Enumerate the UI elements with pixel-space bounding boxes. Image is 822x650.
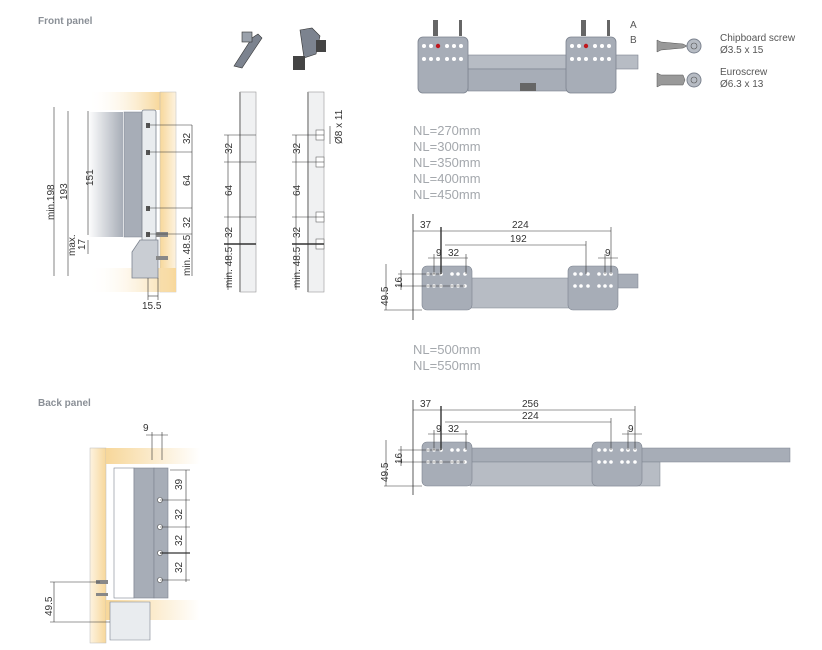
screw-icon [433, 20, 438, 36]
back-dim-49-5: 49.5 [44, 596, 55, 616]
dim-15-5: 15.5 [142, 301, 162, 310]
nl-item: NL=550mm [413, 358, 481, 373]
back-dim-32a: 32 [174, 508, 185, 520]
panel-b-dim-32b: 32 [292, 226, 303, 238]
dim-49-5: 49.5 [380, 286, 391, 306]
panel-b-dim-min48-5: min. 48.5 [292, 246, 303, 288]
dim-32: 32 [448, 424, 460, 435]
runner-bracket-left [417, 36, 469, 94]
dim-min198: min.198 [46, 184, 57, 220]
dim-192: 192 [510, 234, 527, 245]
runner-bracket-right [565, 36, 617, 94]
screw-icon [96, 580, 108, 584]
dim-193: 193 [59, 183, 70, 200]
wood-top [106, 448, 200, 464]
dim-16: 16 [394, 452, 405, 464]
back-dim-32c: 32 [174, 561, 185, 573]
screw-icon [581, 20, 586, 36]
back-panel-wood [89, 447, 107, 644]
label-a: A [630, 20, 637, 31]
dim-32a: 32 [182, 132, 193, 144]
runner-profile [109, 601, 151, 641]
legend-chipboard-size: Ø3.5 x 15 [720, 45, 764, 56]
screw-icon [156, 256, 168, 260]
dim-224: 224 [522, 411, 539, 422]
dim-17: 17 [77, 238, 88, 250]
panel-b-hole-dim: Ø8 x 11 [334, 109, 345, 144]
front-fixing-clip-icon [233, 31, 263, 69]
dim-9-right: 9 [628, 424, 634, 435]
dim-16: 16 [394, 276, 405, 288]
panel-b-dim-64: 64 [292, 184, 303, 196]
dim-64: 64 [182, 174, 193, 186]
front-panel-a-drawing: 32 64 32 min. 48.5 [224, 91, 257, 293]
dim-256: 256 [522, 399, 539, 410]
front-panel-title: Front panel [38, 16, 93, 27]
dim-min48-5: min. 48.5 [182, 234, 193, 276]
panel-a-dim-32b: 32 [224, 226, 235, 238]
runner-bracket-left [421, 441, 473, 487]
chipboard-screw-icon [656, 38, 702, 54]
screw-icon [459, 20, 462, 36]
drawer-side [88, 112, 123, 237]
panel-a-dim-32a: 32 [224, 142, 235, 154]
panel-b-dim-32a: 32 [292, 142, 303, 154]
label-b: B [630, 35, 637, 46]
dim-32: 32 [448, 248, 460, 259]
runner-bracket-left [421, 265, 473, 311]
runner-profile [131, 239, 159, 279]
dim-37: 37 [420, 220, 432, 231]
nl-item: NL=500mm [413, 342, 481, 357]
runner-rail [469, 277, 571, 309]
runner-diagram-short: 37 224 192 9 32 9 16 49.5 [380, 214, 639, 320]
dim-151: 151 [85, 169, 96, 186]
panel-a-dim-min48-5: min. 48.5 [224, 246, 235, 288]
nl-list-group2: NL=500mm NL=550mm [413, 342, 481, 374]
wood-top [88, 92, 160, 110]
dim-9-right: 9 [605, 248, 611, 259]
dim-9-left: 9 [436, 248, 442, 259]
legend-chipboard-name: Chipboard screw [720, 33, 796, 44]
legend-euroscrew-size: Ø6.3 x 13 [720, 79, 764, 90]
nl-item: NL=350mm [413, 155, 481, 170]
nl-item: NL=270mm [413, 123, 481, 138]
runner-bracket-right [567, 265, 619, 311]
front-fixing-bracket-euroscrew-icon [293, 27, 326, 70]
dim-max: max. [67, 234, 78, 256]
front-panel-b-drawing: 32 64 32 min. 48.5 Ø8 x 11 [292, 91, 345, 293]
nl-item: NL=400mm [413, 171, 481, 186]
back-dim-9: 9 [143, 423, 149, 434]
front-panel-wood [159, 91, 177, 293]
drawer-profile [133, 467, 155, 599]
red-marked-hole [435, 43, 441, 49]
screw-icon [156, 232, 168, 237]
euroscrew-icon [656, 72, 702, 88]
runner-diagram-long: 37 256 224 9 32 9 16 49.5 [380, 399, 791, 495]
back-panel-section-drawing: 9 39 32 32 32 49.5 [44, 423, 200, 644]
legend-euroscrew-name: Euroscrew [720, 67, 768, 78]
nl-item: NL=300mm [413, 139, 481, 154]
dim-9-left: 9 [436, 424, 442, 435]
runner-with-screws-drawing [417, 20, 639, 94]
back-dim-39: 39 [174, 478, 185, 490]
dim-32b: 32 [182, 216, 193, 228]
dim-49-5: 49.5 [380, 462, 391, 482]
dim-224: 224 [512, 220, 529, 231]
back-dim-32b: 32 [174, 534, 185, 546]
screw-icon [96, 593, 108, 596]
dim-37: 37 [420, 399, 432, 410]
nl-item: NL=450mm [413, 187, 481, 202]
nl-list-group1: NL=270mm NL=300mm NL=350mm NL=400mm NL=4… [413, 123, 481, 203]
drawer-profile [123, 111, 143, 238]
runner-bracket-right [591, 441, 643, 487]
red-marked-hole [583, 43, 589, 49]
panel-a-dim-64: 64 [224, 184, 235, 196]
screw-icon [607, 20, 610, 36]
back-panel-title: Back panel [38, 398, 91, 409]
front-panel-section-drawing: min.198 193 151 max. 17 32 64 32 min. 48… [46, 91, 193, 310]
front-fixing-bracket [141, 109, 157, 251]
